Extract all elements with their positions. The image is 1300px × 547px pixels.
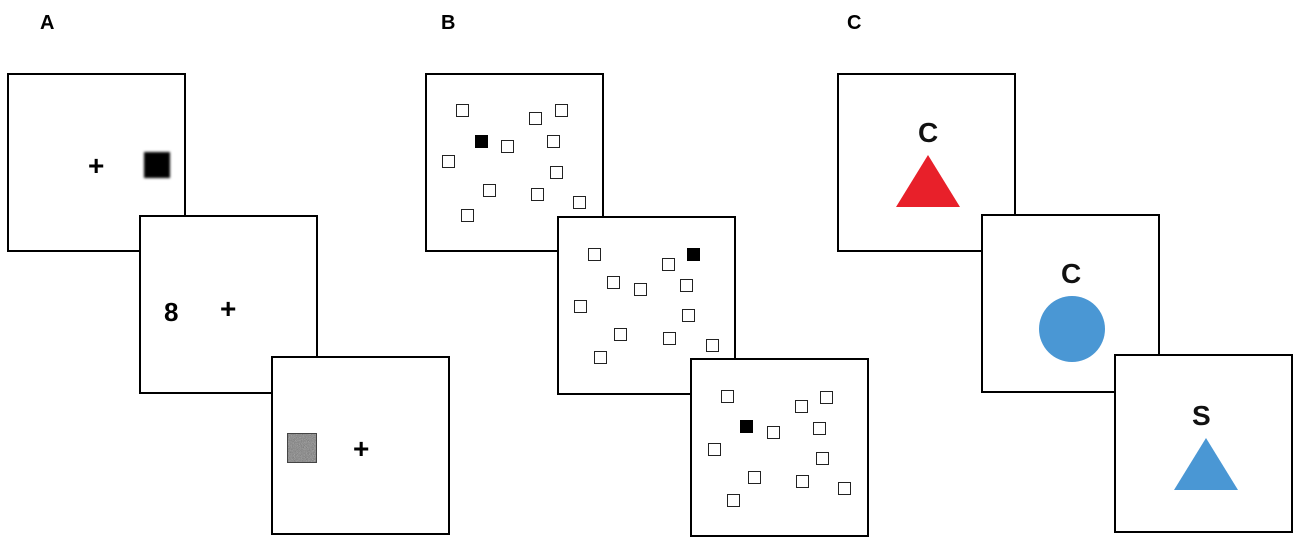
empty-square xyxy=(555,104,568,117)
panel-a-frame-3: + xyxy=(271,356,450,535)
fixation-cross: + xyxy=(353,433,370,464)
empty-square xyxy=(706,339,719,352)
empty-square xyxy=(573,196,586,209)
empty-square xyxy=(795,400,808,413)
letter-cue: C xyxy=(918,117,939,148)
empty-square xyxy=(634,283,647,296)
panel-label-b: B xyxy=(441,12,456,34)
empty-square xyxy=(607,276,620,289)
empty-square xyxy=(483,184,496,197)
panel-label-a: A xyxy=(40,12,55,34)
empty-square xyxy=(662,258,675,271)
empty-square xyxy=(748,471,761,484)
empty-square xyxy=(594,351,607,364)
empty-square xyxy=(767,426,780,439)
panel-a-frame-1: + xyxy=(7,73,186,252)
panel-c-frame-3: S xyxy=(1114,354,1293,533)
noise-square xyxy=(287,433,317,463)
empty-square xyxy=(531,188,544,201)
empty-square xyxy=(461,209,474,222)
blurred-black-square xyxy=(144,152,170,178)
panel-label-c: C xyxy=(847,12,862,34)
fixation-cross: + xyxy=(88,150,105,181)
letter-cue: S xyxy=(1192,400,1211,431)
letter-cue: C xyxy=(1061,258,1082,289)
blue-triangle-shape xyxy=(1174,438,1238,490)
empty-square xyxy=(721,390,734,403)
empty-square xyxy=(838,482,851,495)
empty-square xyxy=(680,279,693,292)
empty-square xyxy=(574,300,587,313)
empty-square xyxy=(501,140,514,153)
target-filled-square xyxy=(740,420,753,433)
empty-square xyxy=(442,155,455,168)
empty-square xyxy=(682,309,695,322)
empty-square xyxy=(529,112,542,125)
empty-square xyxy=(796,475,809,488)
empty-square xyxy=(550,166,563,179)
blue-circle-shape xyxy=(1039,296,1105,362)
empty-square xyxy=(816,452,829,465)
digit-stimulus: 8 xyxy=(164,297,179,327)
red-triangle-shape xyxy=(896,155,960,207)
empty-square xyxy=(547,135,560,148)
empty-square xyxy=(456,104,469,117)
panel-b-frame-3 xyxy=(690,358,869,537)
empty-square xyxy=(813,422,826,435)
empty-square xyxy=(708,443,721,456)
fixation-cross: + xyxy=(220,293,237,324)
empty-square xyxy=(727,494,740,507)
target-filled-square xyxy=(687,248,700,261)
empty-square xyxy=(614,328,627,341)
empty-square xyxy=(588,248,601,261)
target-filled-square xyxy=(475,135,488,148)
empty-square xyxy=(663,332,676,345)
empty-square xyxy=(820,391,833,404)
